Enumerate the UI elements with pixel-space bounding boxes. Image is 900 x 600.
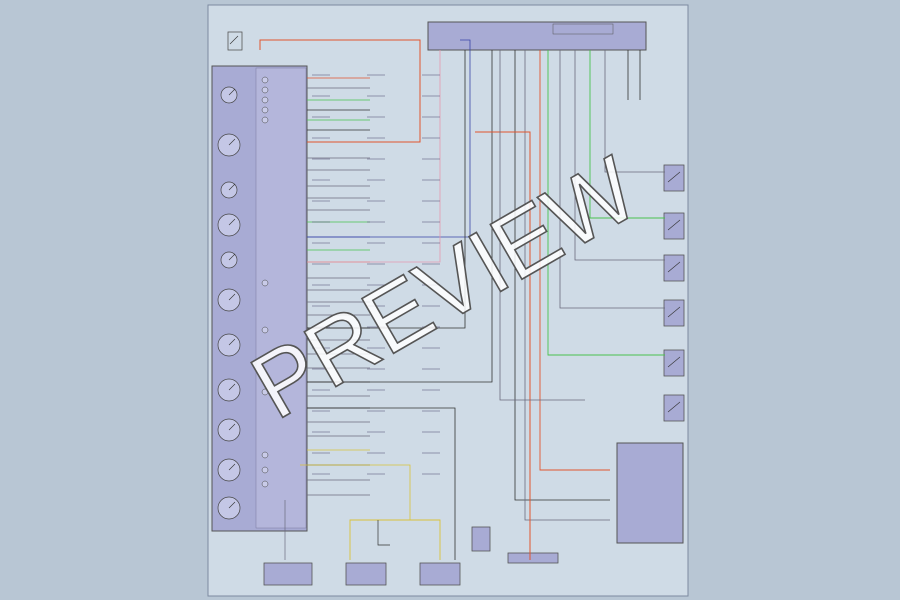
- wire-green-right: [547, 50, 665, 356]
- lamp-symbol: [261, 480, 269, 488]
- wire-group: [259, 39, 665, 560]
- gauge-needle: [228, 338, 236, 346]
- lamp-symbol: [261, 86, 269, 94]
- switch-contact: [667, 356, 681, 368]
- wire-to-module-2: [524, 50, 610, 521]
- switch-box: [663, 349, 685, 377]
- switch-contact: [667, 401, 681, 413]
- warning-lamps: [261, 76, 269, 488]
- bottom-component-5: [507, 552, 559, 564]
- lamp-symbol: [261, 326, 269, 334]
- wire-black-3: [307, 407, 456, 560]
- switch-line: [229, 35, 239, 45]
- wire-red-right: [539, 50, 610, 471]
- gauge-needle: [228, 88, 236, 96]
- wire-gray-right-3: [604, 50, 665, 173]
- wire-gray-right-2: [574, 50, 665, 261]
- bottom-component-1: [263, 562, 313, 586]
- switch-contact: [667, 306, 681, 318]
- gauge-needle: [228, 463, 236, 471]
- switch-contact: [667, 171, 681, 183]
- lamp-symbol: [261, 451, 269, 459]
- wire-gray-long: [499, 50, 585, 401]
- lamp-symbol: [261, 96, 269, 104]
- wire-yellow-bottom: [349, 519, 441, 560]
- gauge-needle: [228, 183, 236, 191]
- wire-green-right-2: [589, 50, 665, 219]
- gauge-needle: [228, 138, 236, 146]
- lamp-symbol: [261, 279, 269, 287]
- wire-black-2: [307, 50, 493, 383]
- switch-contact: [667, 219, 681, 231]
- wire-black-1: [307, 50, 466, 329]
- lamp-symbol: [261, 76, 269, 84]
- wire-to-module: [514, 50, 610, 501]
- control-module-box: [616, 442, 684, 544]
- wire-blue-feed: [307, 39, 471, 238]
- gauge-needle: [228, 253, 236, 261]
- lamp-symbol: [261, 466, 269, 474]
- switch-box: [663, 254, 685, 282]
- lamp-symbol: [261, 116, 269, 124]
- gauge-needle: [228, 501, 236, 509]
- wire-bottom-black: [377, 520, 390, 546]
- switch-box: [663, 164, 685, 192]
- right-switch-column: [663, 164, 685, 422]
- ignition-switch-box: [227, 31, 243, 51]
- top-connector-strip: [427, 21, 647, 51]
- gauge-needle: [228, 383, 236, 391]
- bottom-component-4: [471, 526, 491, 552]
- switch-box: [663, 394, 685, 422]
- wire-yellow-2: [300, 464, 411, 520]
- gauge-needle: [228, 218, 236, 226]
- lamp-symbol: [261, 388, 269, 396]
- bottom-component-2: [345, 562, 387, 586]
- switch-box: [663, 299, 685, 327]
- top-right-connector: [552, 23, 614, 35]
- gauge-needle: [228, 423, 236, 431]
- gauge-needle: [228, 293, 236, 301]
- cluster-inner-strip: [255, 67, 307, 529]
- wire-red-bottom: [475, 131, 531, 560]
- gauge-column: [217, 86, 241, 520]
- wire-gray-right: [559, 50, 665, 309]
- wire-red-feed: [259, 39, 421, 143]
- wire-pink-feed: [307, 50, 441, 263]
- switch-box: [663, 212, 685, 240]
- switch-contact: [667, 261, 681, 273]
- bottom-component-3: [419, 562, 461, 586]
- lamp-symbol: [261, 106, 269, 114]
- label-group: [312, 74, 440, 475]
